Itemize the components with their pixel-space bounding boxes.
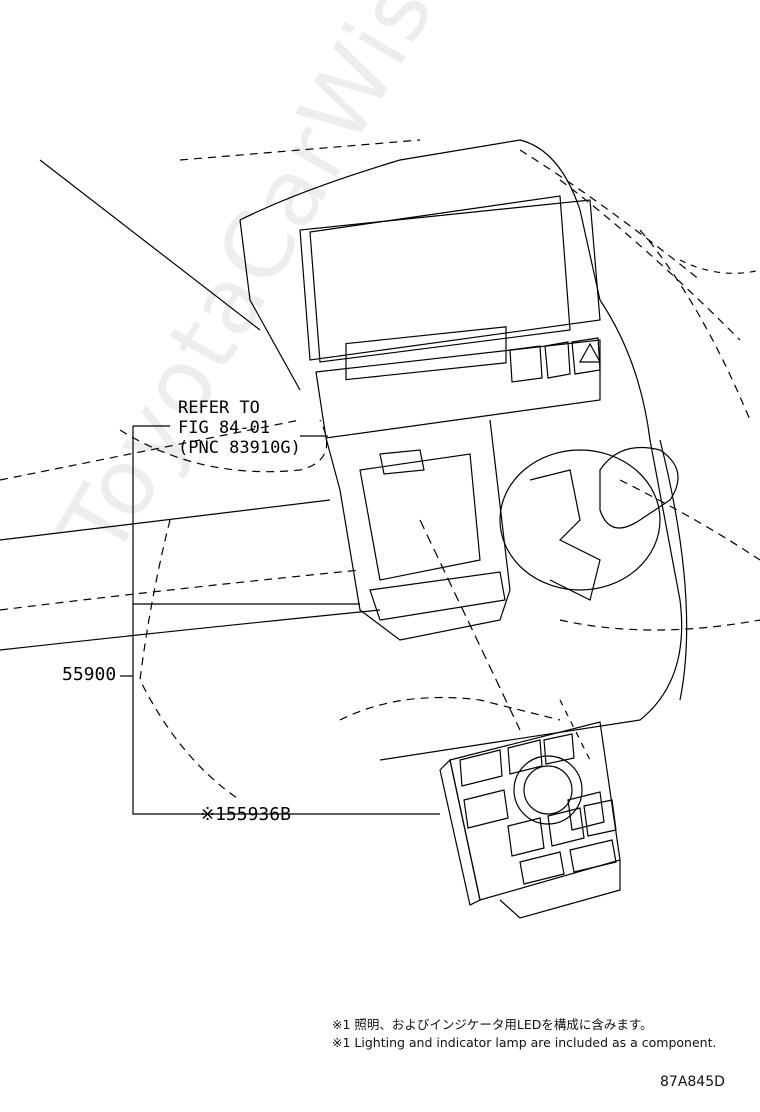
- console-outline: [239, 139, 601, 301]
- dash-line: [0, 499, 331, 541]
- bracket: [359, 453, 481, 581]
- dash-line: [0, 569, 361, 611]
- dash-line: [659, 439, 688, 701]
- switch-unit: [439, 758, 481, 906]
- console-outline: [379, 299, 683, 761]
- switch-buttons: [463, 789, 605, 831]
- dash-line: [559, 179, 741, 341]
- bracket: [369, 571, 506, 621]
- head-unit: [315, 339, 601, 439]
- display-window: [345, 326, 507, 381]
- hazard-icon: [578, 342, 602, 363]
- temp-knob: [523, 765, 573, 815]
- dash-line: [39, 159, 261, 331]
- refer-line-2: FIG 84-01: [178, 418, 271, 438]
- refer-label: REFER TO FIG 84-01 (PNC 83910G): [178, 398, 301, 458]
- shifter-boot: [499, 449, 661, 591]
- refer-line-3: (PNC 83910G): [178, 438, 301, 458]
- dash-line: [179, 139, 421, 161]
- console-outline: [339, 696, 561, 721]
- part-number-55936b: ※155936B: [200, 804, 291, 825]
- dash-line: [139, 519, 241, 801]
- switch-buttons: [459, 733, 575, 787]
- switch-unit: [449, 721, 621, 901]
- dash-line: [0, 419, 301, 481]
- note-english: ※1 Lighting and indicator lamp are inclu…: [332, 1035, 717, 1050]
- dash-line: [619, 479, 760, 561]
- assembly-line: [419, 519, 521, 731]
- dash-line: [639, 229, 751, 421]
- switch-unit: [499, 860, 621, 919]
- shift-gate: [529, 469, 601, 601]
- shift-knob: [599, 446, 679, 529]
- console-outline: [239, 219, 301, 391]
- notes: ※1 照明、およびインジケータ用LEDを構成に含みます。 ※1 Lighting…: [332, 1016, 716, 1052]
- dash-line: [559, 619, 760, 631]
- dash-line: [519, 149, 701, 281]
- leader-line: [132, 426, 300, 815]
- screen: [309, 195, 571, 363]
- console-outline: [299, 199, 601, 361]
- note-japanese: ※1 照明、およびインジケータ用LEDを構成に含みます。: [332, 1017, 653, 1032]
- refer-line-1: REFER TO: [178, 398, 260, 418]
- dash-line: [679, 259, 760, 274]
- part-number-55900: 55900: [62, 664, 117, 685]
- diagram-code: 87A845D: [660, 1074, 725, 1090]
- bracket: [325, 419, 511, 641]
- temp-knob-rim: [513, 755, 583, 825]
- switch-buttons: [507, 799, 617, 857]
- switch-buttons: [519, 839, 617, 885]
- head-unit-buttons: [509, 337, 601, 383]
- dash-line: [119, 419, 328, 473]
- connector: [379, 449, 425, 475]
- dash-line: [0, 609, 381, 651]
